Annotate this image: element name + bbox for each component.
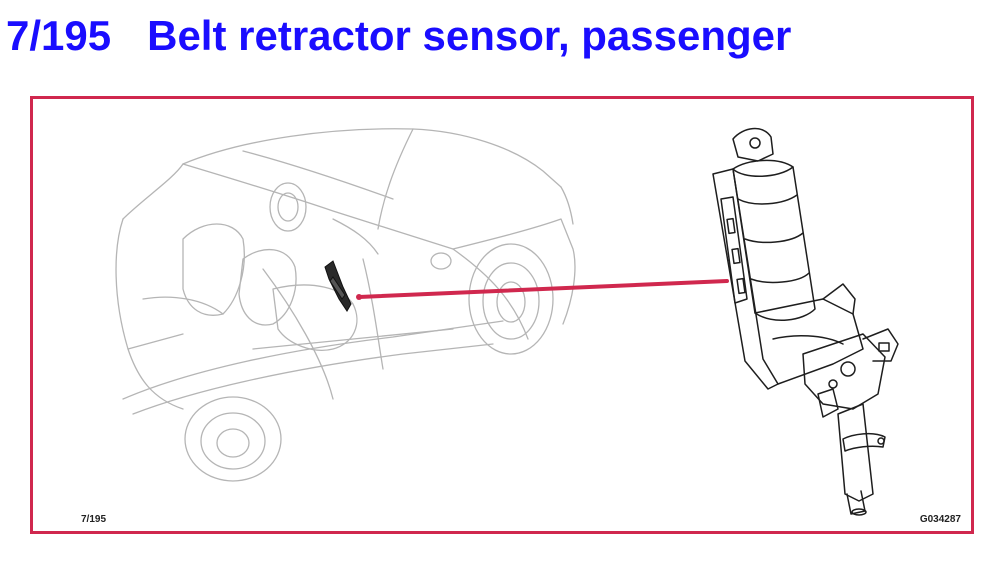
illustration-frame: 7/195 G034287 (30, 96, 974, 534)
pointer-start-dot (356, 294, 362, 300)
page-title: 7/195 Belt retractor sensor, passenger (6, 6, 791, 66)
section-number: 7/195 (6, 12, 112, 59)
section-title: Belt retractor sensor, passenger (147, 12, 792, 59)
retractor-location-marker (324, 260, 352, 312)
pointer-line (357, 279, 729, 299)
figure-graphic-id: G034287 (919, 514, 961, 525)
car-illustration (115, 128, 576, 482)
figure-reference-number: 7/195 (81, 514, 107, 525)
belt-retractor-sensor-illustration (712, 127, 899, 516)
illustration-canvas (115, 127, 899, 516)
